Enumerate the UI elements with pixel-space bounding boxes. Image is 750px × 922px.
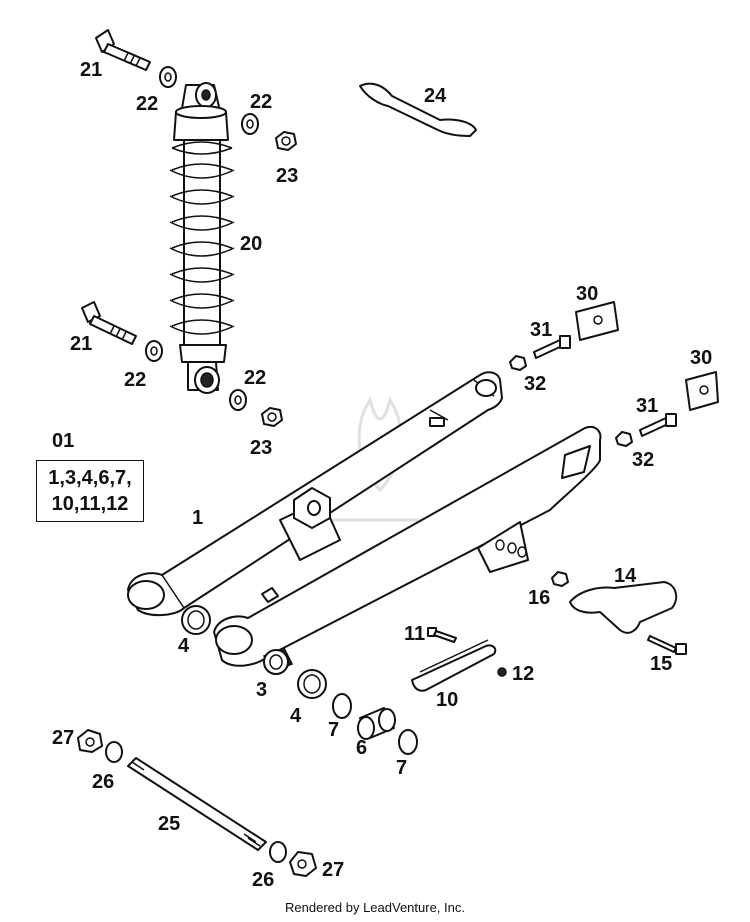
callout-7a: 7 (328, 719, 340, 741)
callout-6: 6 (356, 737, 368, 759)
callout-10: 10 (436, 689, 459, 711)
callout-4a: 4 (178, 635, 190, 657)
spanner-icon[interactable] (359, 82, 477, 137)
callout-27a: 27 (52, 727, 75, 749)
chain-slider-icon[interactable] (569, 581, 678, 634)
washer-icon-1[interactable] (159, 66, 177, 88)
callout-20: 20 (240, 233, 263, 255)
callout-32a: 32 (524, 373, 547, 395)
screw-icon-15[interactable] (647, 635, 687, 655)
o-ring-icon-1[interactable] (332, 693, 352, 719)
kit-line-1: 1,3,4,6,7, (48, 467, 132, 489)
o-ring-icon-2[interactable] (398, 729, 418, 755)
callout-25: 25 (158, 813, 181, 835)
bearing-icon-1[interactable] (181, 605, 211, 635)
bearing-icon-2[interactable] (297, 669, 327, 699)
washer-icon-26a[interactable] (105, 741, 123, 763)
callout-31b: 31 (636, 395, 659, 417)
washer-icon-26b[interactable] (269, 841, 287, 863)
bracket-icon-30a[interactable] (575, 301, 619, 341)
callout-23b: 23 (250, 437, 273, 459)
callout-22d: 22 (244, 367, 267, 389)
bracket-icon-30b[interactable] (685, 371, 719, 411)
washer-icon-4[interactable] (229, 389, 247, 411)
axle-icon[interactable] (127, 757, 267, 851)
nut-icon-32b[interactable] (615, 431, 633, 447)
shock-absorber-icon[interactable] (169, 82, 235, 394)
callout-7b: 7 (396, 757, 408, 779)
nut-icon-27b[interactable] (289, 851, 317, 877)
nut-icon-12[interactable] (497, 667, 507, 677)
callout-27b: 27 (322, 859, 345, 881)
nut-icon-27a[interactable] (77, 729, 103, 753)
callout-22b: 22 (250, 91, 273, 113)
callout-26b: 26 (252, 869, 275, 891)
sleeve-icon[interactable] (357, 707, 396, 740)
callout-12: 12 (512, 663, 535, 685)
callout-11: 11 (404, 623, 426, 645)
callout-22c: 22 (124, 369, 147, 391)
nut-icon-2[interactable] (261, 407, 283, 427)
callout-4b: 4 (290, 705, 302, 727)
callout-23a: 23 (276, 165, 299, 187)
callout-14: 14 (614, 565, 637, 587)
callout-21a: 21 (80, 59, 103, 81)
kit-line-2: 10,11,12 (51, 493, 129, 515)
needle-bearing-icon[interactable] (262, 647, 294, 675)
washer-icon-3[interactable] (145, 340, 163, 362)
kit-label: 01 (52, 430, 75, 452)
callout-30b: 30 (690, 347, 713, 369)
callout-16: 16 (528, 587, 551, 609)
callout-3: 3 (256, 679, 268, 701)
callout-22a: 22 (136, 93, 159, 115)
chain-guide-icon[interactable] (411, 639, 497, 692)
bolt-icon-31b[interactable] (639, 413, 677, 437)
screw-icon-11[interactable] (427, 627, 457, 643)
callout-31a: 31 (530, 319, 553, 341)
callout-26a: 26 (92, 771, 115, 793)
washer-icon-2[interactable] (241, 113, 259, 135)
callout-1: 1 (192, 507, 204, 529)
bolt-icon-31a[interactable] (533, 335, 571, 359)
callout-32b: 32 (632, 449, 655, 471)
swingarm-icon[interactable] (127, 371, 602, 667)
bolt-icon-lower[interactable] (81, 301, 137, 345)
nut-icon-1[interactable] (275, 131, 297, 151)
bolt-icon-upper[interactable] (95, 29, 151, 71)
callout-21b: 21 (70, 333, 93, 355)
callout-24: 24 (424, 85, 447, 107)
callout-30a: 30 (576, 283, 599, 305)
kit-box: 1,3,4,6,7, 10,11,12 (36, 460, 144, 522)
callout-15: 15 (650, 653, 673, 675)
nut-icon-32a[interactable] (509, 355, 527, 371)
footer-credit: Rendered by LeadVenture, Inc. (285, 900, 465, 915)
nut-icon-16[interactable] (551, 571, 569, 587)
